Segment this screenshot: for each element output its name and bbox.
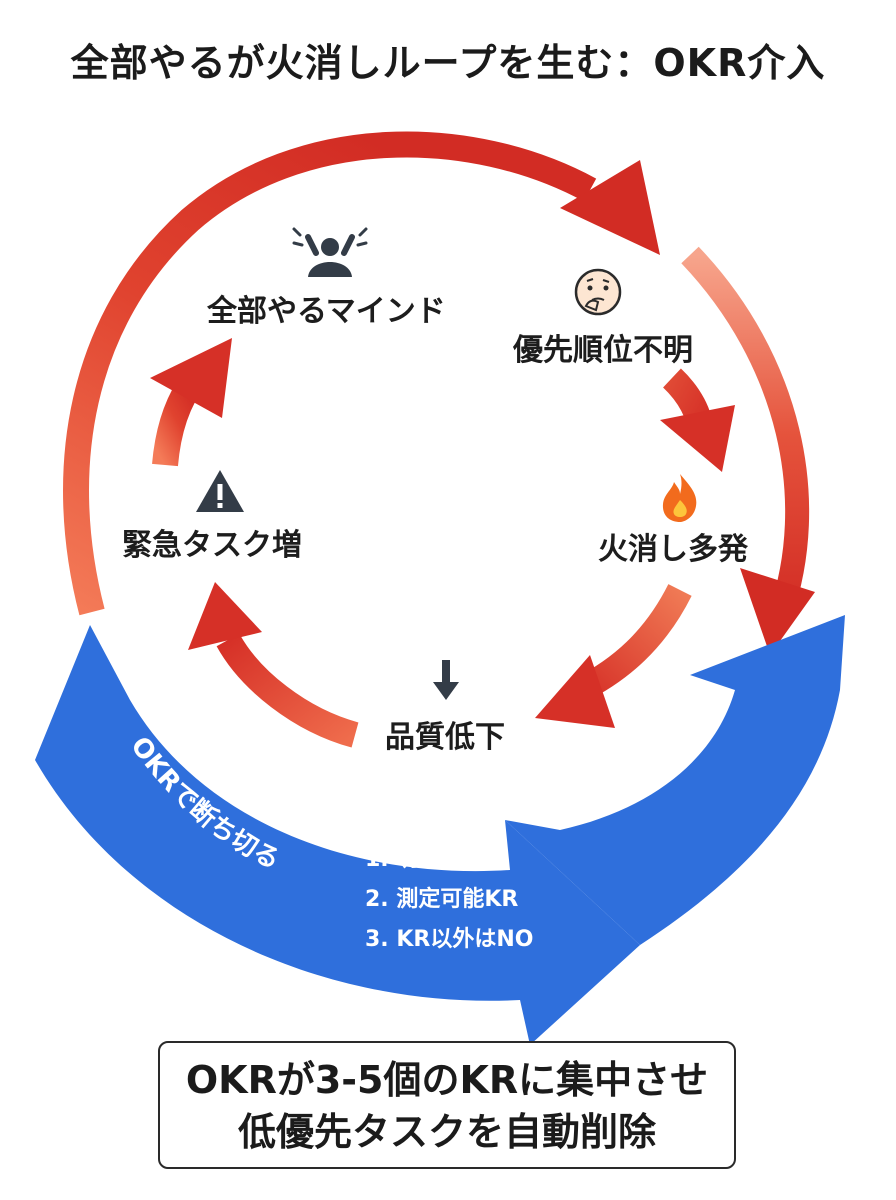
summary-line-1: OKRが3-5個のKRに集中させ — [185, 1058, 709, 1102]
inner-arrow-3-head — [188, 582, 262, 650]
step-unclear-priority: 優先順位不明 — [513, 333, 693, 368]
down-arrow-icon — [433, 660, 459, 700]
step-urgent-tasks: 緊急タスク増 — [122, 528, 302, 563]
okr-step-3: 3. KR以外はNO — [365, 927, 534, 952]
page-title: 全部やるが火消しループを生む：OKR介入 — [70, 41, 826, 85]
right-arc — [681, 246, 810, 619]
inner-arrow-1-head — [660, 405, 735, 472]
step-all-in-mindset: 全部やるマインド — [207, 294, 446, 329]
okr-band-right — [505, 615, 845, 945]
okr-steps-list: 1. 明確な目標 2. 測定可能KR 3. KR以外はNO — [365, 840, 585, 960]
summary-box: OKRが3-5個のKRに集中させ 低優先タスクを自動削除 — [158, 1041, 736, 1169]
stressed-person-icon — [292, 227, 368, 277]
inner-arrow-3 — [216, 633, 359, 748]
inner-arrow-4-head — [150, 338, 232, 418]
warning-icon — [196, 470, 244, 512]
step-quality-drop: 品質低下 — [385, 720, 505, 755]
okr-step-1: 1. 明確な目標 — [365, 847, 507, 872]
inner-arrow-2-head — [535, 655, 615, 728]
okr-step-2: 2. 測定可能KR — [365, 887, 519, 912]
right-arc-arrowhead — [740, 568, 815, 655]
summary-line-2: 低優先タスクを自動削除 — [237, 1110, 656, 1154]
outer-loop-arrowhead — [560, 160, 660, 255]
step-firefighting: 火消し多発 — [598, 532, 748, 567]
outer-loop-arc — [63, 131, 597, 616]
fire-icon — [662, 474, 697, 522]
okr-band — [35, 625, 640, 1045]
thinking-face-icon — [574, 268, 622, 316]
